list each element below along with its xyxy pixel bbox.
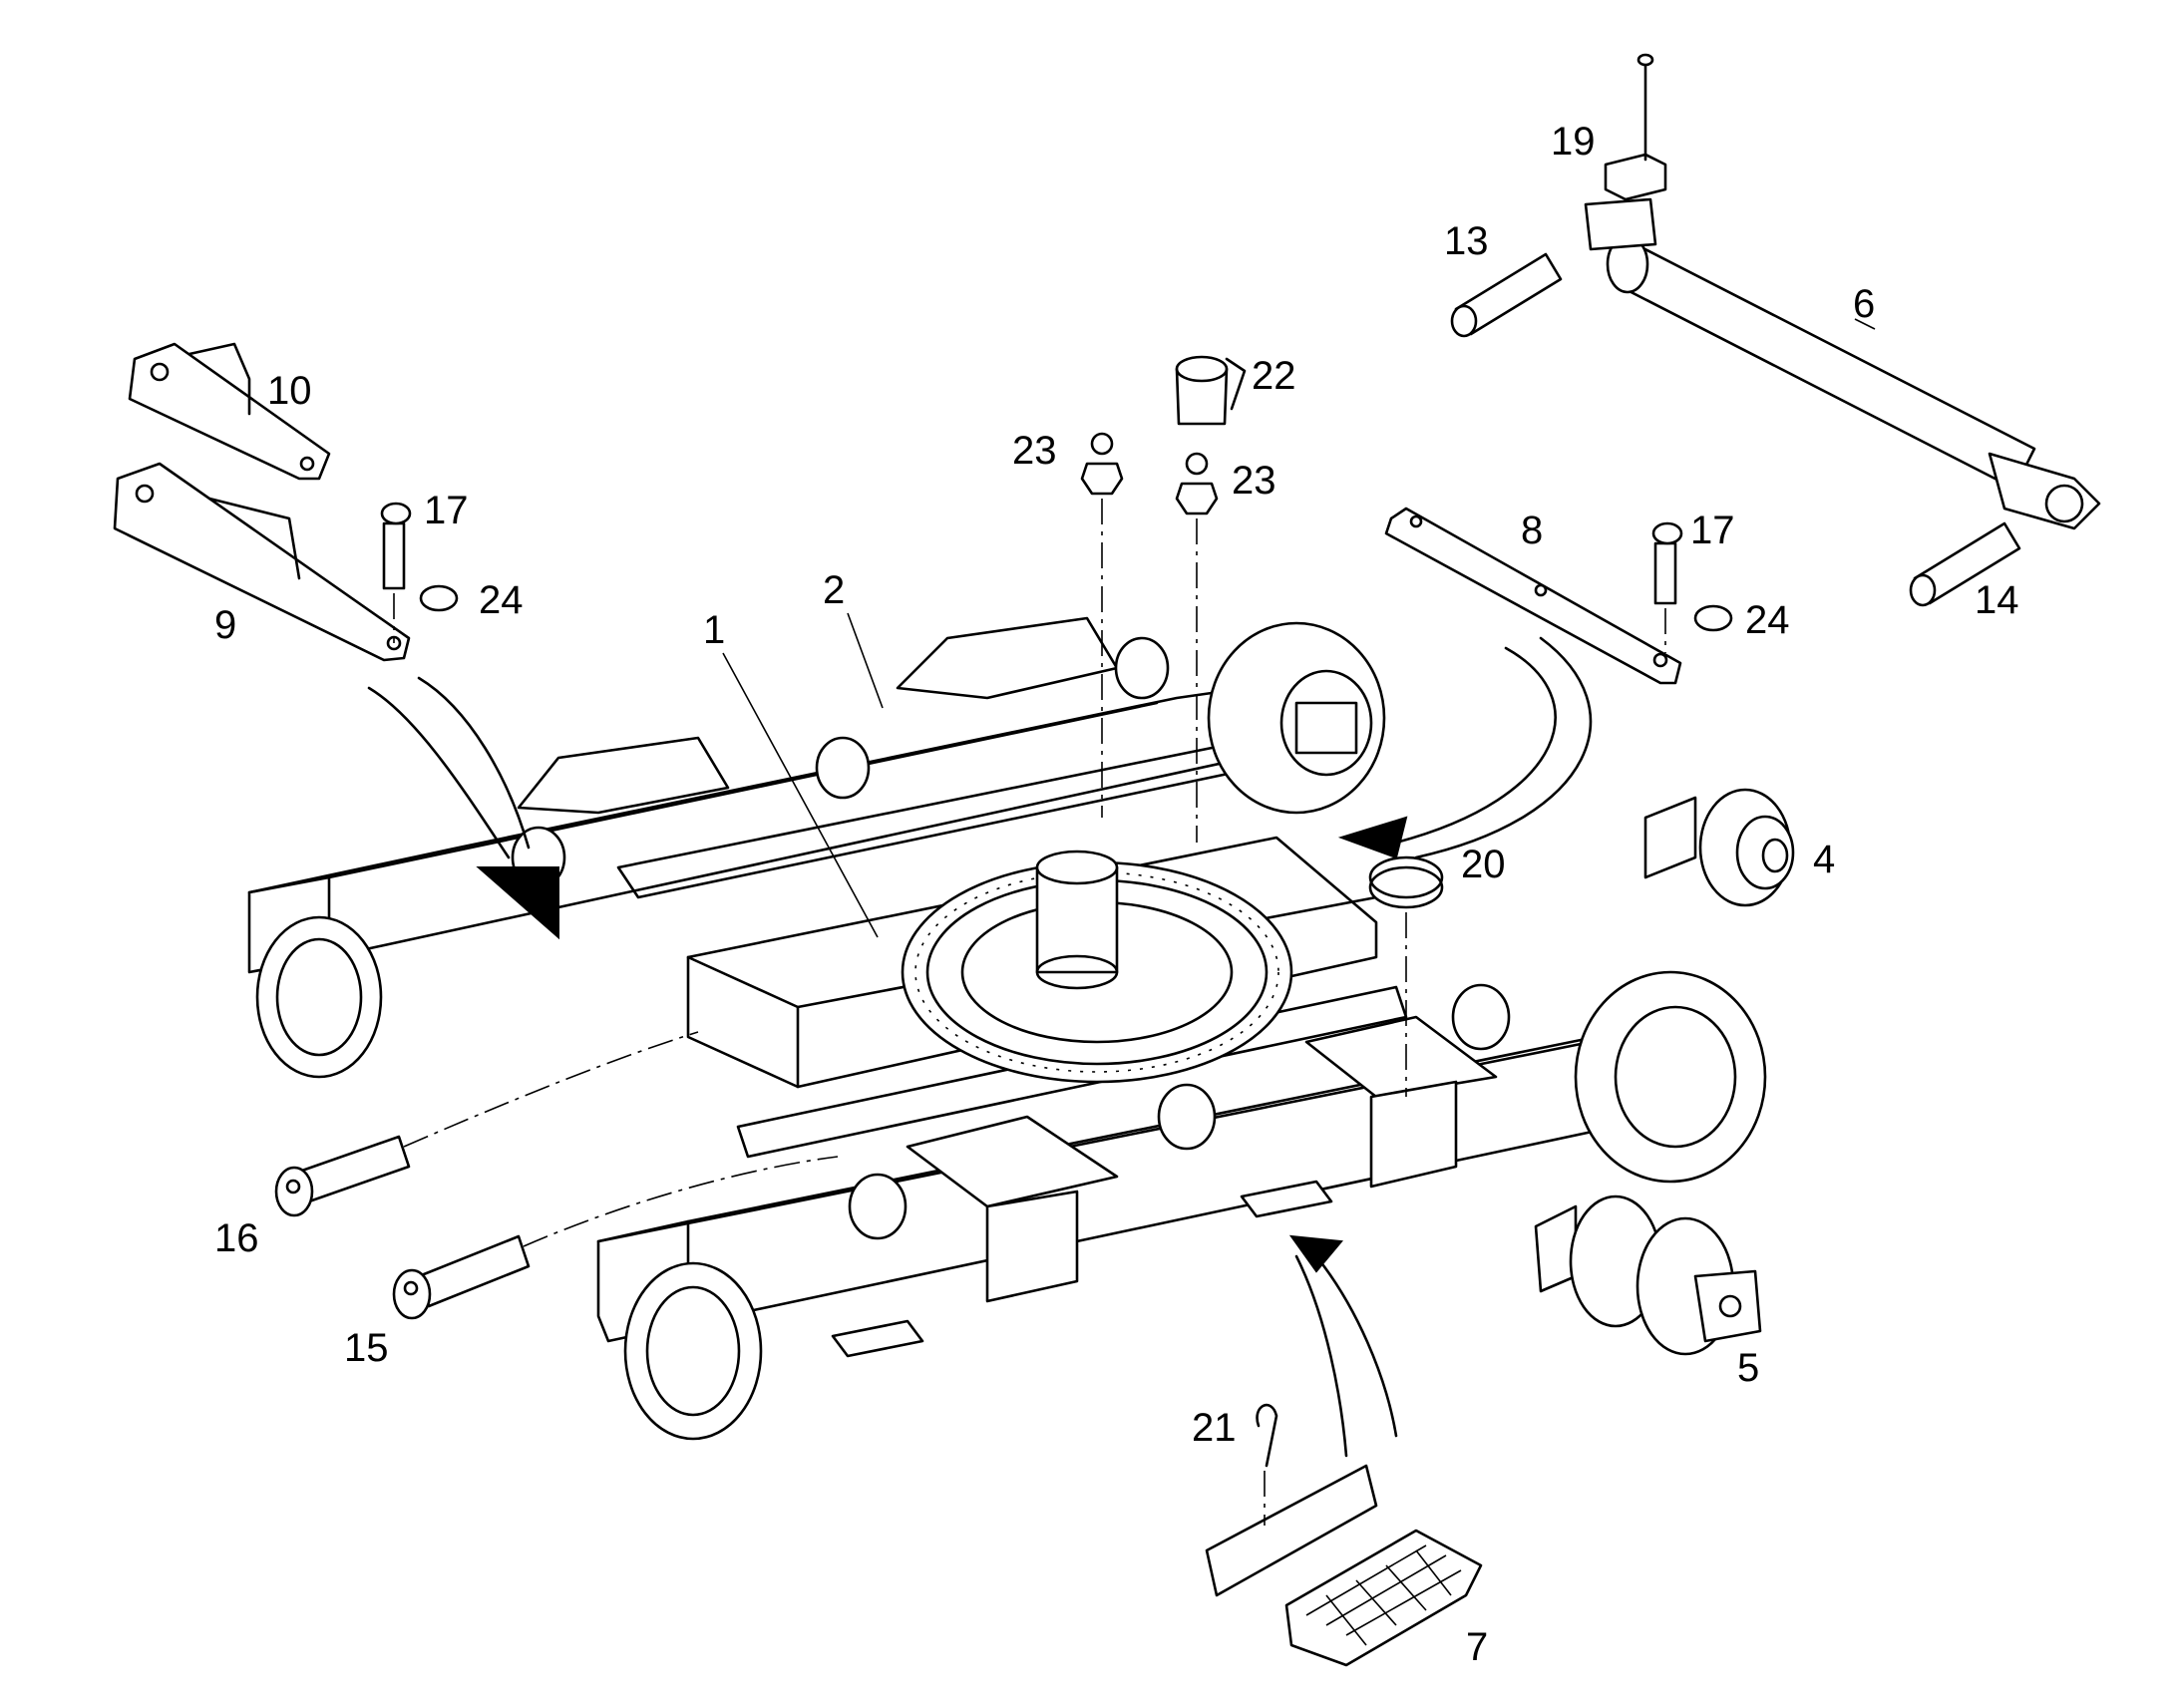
callout-16: 16 xyxy=(214,1216,259,1260)
callout-10: 10 xyxy=(267,369,312,413)
idler-wheel-front xyxy=(623,1261,763,1441)
part-24-ring-right xyxy=(1693,604,1733,632)
idler-wheel-rear xyxy=(255,915,383,1079)
part-24-ring-left xyxy=(419,584,459,612)
part-16-pin xyxy=(274,1031,699,1217)
callout-14: 14 xyxy=(1975,578,2019,622)
callout-1: 1 xyxy=(703,608,725,652)
callout-5: 5 xyxy=(1737,1346,1759,1390)
part-9-arrow xyxy=(367,676,559,940)
callout-21: 21 xyxy=(1192,1406,1237,1450)
part-13-pin xyxy=(1450,252,1563,338)
callout-24-right: 24 xyxy=(1745,598,1790,642)
part-23-grease-nipple-right xyxy=(1175,452,1219,843)
part-8-link-bar xyxy=(1384,507,1682,685)
part-22-cap xyxy=(1175,355,1247,426)
callout-17-left: 17 xyxy=(424,489,469,532)
part-14-pin xyxy=(1909,521,2021,607)
callout-2: 2 xyxy=(823,568,845,612)
part-20-plug xyxy=(1368,855,1444,1097)
callout-13: 13 xyxy=(1444,219,1489,263)
callout-15: 15 xyxy=(344,1326,389,1370)
part-6-callout xyxy=(1854,318,1876,330)
part-15-pin xyxy=(392,1156,839,1320)
part-17-pin-left xyxy=(380,502,412,643)
frame-step-plates xyxy=(831,1180,1333,1358)
part-8-arrow xyxy=(1337,636,1593,859)
callout-20: 20 xyxy=(1461,843,1506,886)
callout-8: 8 xyxy=(1521,509,1543,552)
part-7-step xyxy=(1205,1464,1483,1667)
part-1-frame-callout xyxy=(722,652,879,938)
part-17-pin-right xyxy=(1651,521,1683,653)
callout-4: 4 xyxy=(1813,838,1835,881)
callout-24-left: 24 xyxy=(479,578,524,622)
callout-6: 6 xyxy=(1853,282,1875,326)
callout-23-right: 23 xyxy=(1232,459,1276,503)
callout-9: 9 xyxy=(214,603,236,647)
callout-7: 7 xyxy=(1466,1625,1488,1669)
callout-22: 22 xyxy=(1252,354,1296,398)
part-9-link-bar xyxy=(113,462,411,662)
part-21-r-clip xyxy=(1256,1403,1278,1526)
part-10-link-bar xyxy=(128,342,331,481)
part-4-carrier-roller xyxy=(1643,788,1795,907)
drive-sprocket-rear xyxy=(1207,621,1386,815)
part-5-track-roller xyxy=(1534,1195,1762,1356)
part-2-callout xyxy=(847,612,884,709)
callout-23-left: 23 xyxy=(1012,429,1057,473)
callout-17-right: 17 xyxy=(1690,509,1735,552)
callout-19: 19 xyxy=(1551,120,1596,164)
part-23-grease-nipple-left xyxy=(1080,432,1124,818)
center-swivel xyxy=(1035,850,1119,990)
part-6-cylinder xyxy=(1584,197,2101,530)
part-7-arrow xyxy=(1288,1234,1398,1458)
part-19-clamp-block xyxy=(1604,53,1667,201)
drive-sprocket-front xyxy=(1574,970,1767,1184)
